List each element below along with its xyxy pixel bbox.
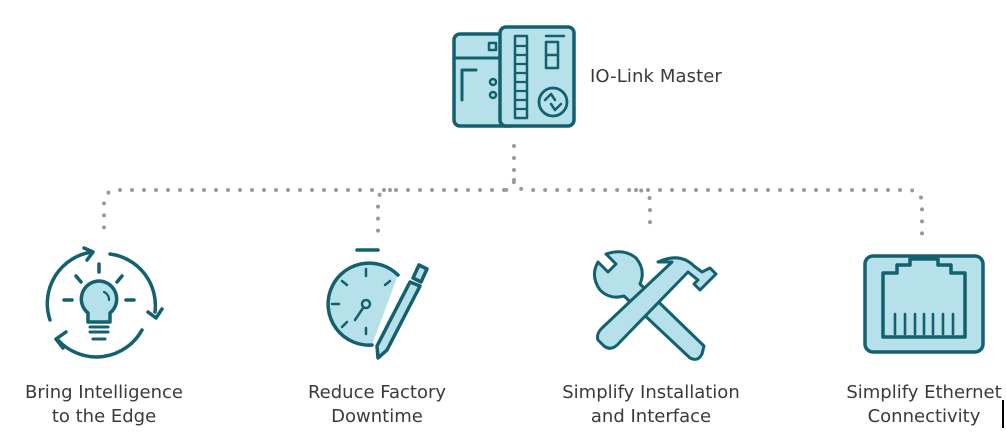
root-label: IO-Link Master [590,66,722,87]
ethernet-port-icon [863,254,985,354]
benefit-label-line: Downtime [331,406,423,427]
connector-branch-3 [512,178,652,236]
connector-branch-1 [102,188,506,236]
text-cursor [1002,400,1004,428]
benefit-label-line: Connectivity [867,406,981,427]
benefit-label-line: Simplify Ethernet [846,382,1002,403]
benefit-label-line: to the Edge [51,406,157,427]
connector-branch-2 [376,188,392,236]
benefit-label-line: Simplify Installation [562,382,740,403]
benefit-label-line: Bring Intelligence [24,382,184,403]
lightbulb-cycle-icon [45,246,164,359]
wrench-hammer-icon [593,250,718,361]
connector-trunk [502,144,516,192]
stopwatch-pencil-icon [326,248,429,360]
connectors [102,144,924,236]
benefit-label-intelligence: Bring Intelligence to the Edge [0,381,224,429]
benefit-label-ethernet: Simplify Ethernet Connectivity [804,381,1006,429]
io-link-master-icon [452,25,576,128]
connector-branch-4 [634,188,924,236]
benefit-label-line: Reduce Factory [307,382,447,403]
benefit-label-downtime: Reduce Factory Downtime [257,381,497,429]
benefit-label-installation: Simplify Installation and Interface [531,381,771,429]
benefit-label-line: and Interface [590,406,712,427]
